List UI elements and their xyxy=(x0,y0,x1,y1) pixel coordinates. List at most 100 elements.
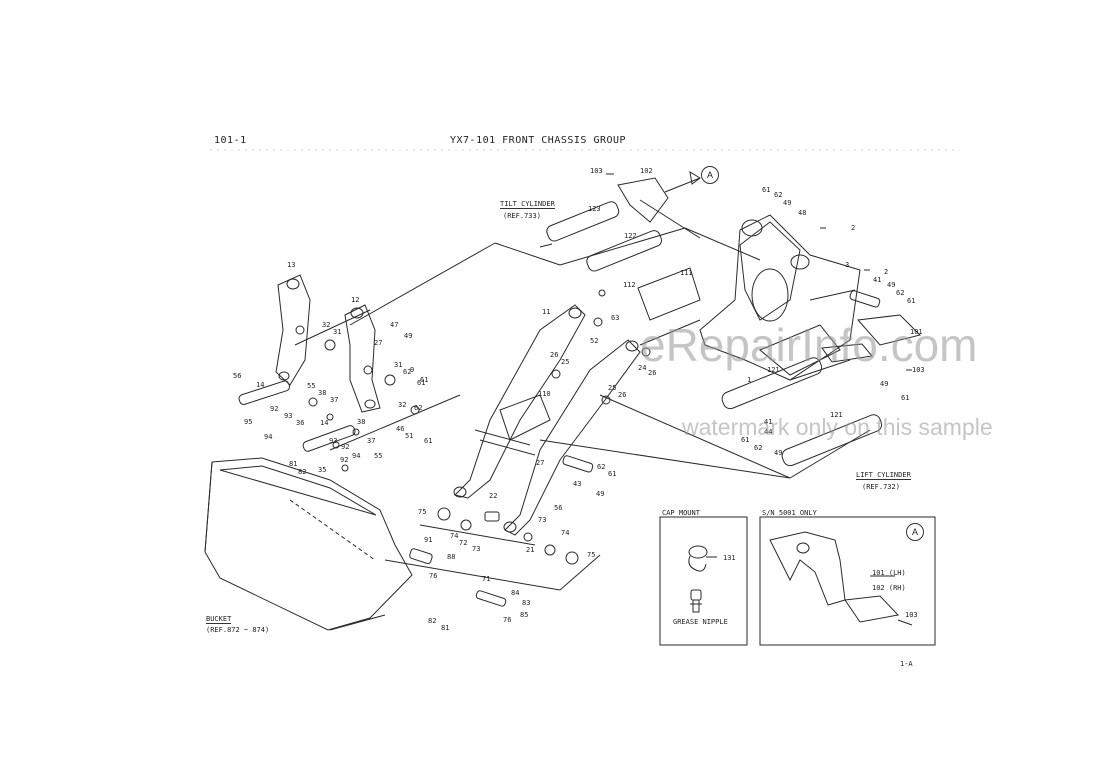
part-number: 32 xyxy=(398,401,407,409)
part-number: 101 xyxy=(910,328,923,336)
part-number: 27 xyxy=(374,339,383,347)
sn-inset-marker-a: A xyxy=(906,523,924,541)
part-number: 13 xyxy=(287,261,296,269)
part-number: 62 xyxy=(414,404,423,412)
part-number: 32 xyxy=(322,321,331,329)
part-number: 102 xyxy=(640,167,653,175)
grease-nipple-caption: GREASE NIPPLE xyxy=(673,618,728,626)
part-number: 56 xyxy=(554,504,563,512)
part-number: 92 xyxy=(341,443,350,451)
lift-cylinder-label: LIFT CYLINDER xyxy=(856,471,911,481)
part-number: 55 xyxy=(307,382,316,390)
page-ref: 101-1 xyxy=(214,135,247,146)
part-number: 61 xyxy=(901,394,910,402)
part-number: 61 xyxy=(417,379,426,387)
part-number: 92 xyxy=(270,405,279,413)
part-number: 49 xyxy=(774,449,783,457)
tilt-cylinder-ref: (REF.733) xyxy=(503,212,541,220)
part-number: 38 xyxy=(357,418,366,426)
page-title: YX7-101 FRONT CHASSIS GROUP xyxy=(450,135,627,146)
part-number: 22 xyxy=(489,492,498,500)
part-number: 75 xyxy=(587,551,596,559)
part-number: 3 xyxy=(845,261,850,269)
part-number: 37 xyxy=(367,437,376,445)
part-number: 122 xyxy=(624,232,637,240)
part-number: 123 xyxy=(588,205,601,213)
part-number: 52 xyxy=(590,337,599,345)
part-number: 62 xyxy=(774,191,783,199)
part-number: 27 xyxy=(536,459,545,467)
part-number: 85 xyxy=(520,611,529,619)
part-number: 49 xyxy=(404,332,413,340)
sn-label-103: 103 xyxy=(905,611,918,619)
part-number: 2 xyxy=(851,224,856,232)
part-number: 1 xyxy=(747,376,752,384)
part-number: 84 xyxy=(511,589,520,597)
part-number: 76 xyxy=(429,572,438,580)
sn-inset-title: S/N 5001 ONLY xyxy=(762,509,817,517)
part-number: 95 xyxy=(244,418,253,426)
bucket-label: BUCKET xyxy=(206,615,232,625)
part-number: 61 xyxy=(907,297,916,305)
part-number: 91 xyxy=(424,536,433,544)
detail-marker-a: A xyxy=(701,166,719,184)
part-number: 49 xyxy=(887,281,896,289)
part-number: 14 xyxy=(320,419,329,427)
part-number: 61 xyxy=(762,186,771,194)
part-number: 12 xyxy=(351,296,360,304)
part-number: 31 xyxy=(394,361,403,369)
part-number: 93 xyxy=(329,437,338,445)
part-number: 81 xyxy=(289,460,298,468)
part-number: 9 xyxy=(410,366,415,374)
bucket-ref: (REF.872 ~ 874) xyxy=(206,626,270,634)
part-number: 61 xyxy=(420,376,429,384)
part-number: 38 xyxy=(318,389,327,397)
part-number: 31 xyxy=(333,328,342,336)
part-number: 94 xyxy=(352,452,361,460)
part-number: 48 xyxy=(798,209,807,217)
part-number: 61 xyxy=(424,437,433,445)
part-number: 55 xyxy=(374,452,383,460)
part-number: 74 xyxy=(450,532,459,540)
part-number: 44 xyxy=(764,428,773,436)
part-number: 62 xyxy=(754,444,763,452)
cap-mount-title: CAP MOUNT xyxy=(662,509,700,517)
part-number: 25 xyxy=(608,384,617,392)
part-number: 112 xyxy=(623,281,636,289)
part-number: 26 xyxy=(618,391,627,399)
part-number: 61 xyxy=(608,470,617,478)
part-number: 49 xyxy=(783,199,792,207)
footer-page-code: 1-A xyxy=(900,660,913,668)
part-number: 121 xyxy=(767,366,780,374)
part-number: 43 xyxy=(573,480,582,488)
part-number: 14 xyxy=(256,381,265,389)
watermark-sub: watermark only on this sample xyxy=(682,414,993,440)
part-number: 103 xyxy=(590,167,603,175)
part-number: 56 xyxy=(233,372,242,380)
lift-cylinder-ref: (REF.732) xyxy=(862,483,900,491)
part-number: 49 xyxy=(880,380,889,388)
part-number: 26 xyxy=(550,351,559,359)
part-number: 93 xyxy=(284,412,293,420)
part-number: 83 xyxy=(522,599,531,607)
part-number: 62 xyxy=(896,289,905,297)
part-number: 92 xyxy=(340,456,349,464)
tilt-cylinder-label: TILT CYLINDER xyxy=(500,200,555,210)
cap-part-number: 131 xyxy=(723,554,736,562)
part-number: 62 xyxy=(403,368,412,376)
part-number: 74 xyxy=(561,529,570,537)
part-number: 21 xyxy=(526,546,535,554)
part-number: 36 xyxy=(296,419,305,427)
part-number: 71 xyxy=(482,575,491,583)
part-number: 81 xyxy=(441,624,450,632)
part-number: 2 xyxy=(884,268,889,276)
part-number: 25 xyxy=(561,358,570,366)
part-number: 37 xyxy=(330,396,339,404)
part-number: 11 xyxy=(542,308,551,316)
part-number: 49 xyxy=(596,490,605,498)
part-number: 72 xyxy=(459,539,468,547)
part-number: 121 xyxy=(830,411,843,419)
part-number: 82 xyxy=(428,617,437,625)
part-number: 88 xyxy=(447,553,456,561)
part-number: 24 xyxy=(638,364,647,372)
